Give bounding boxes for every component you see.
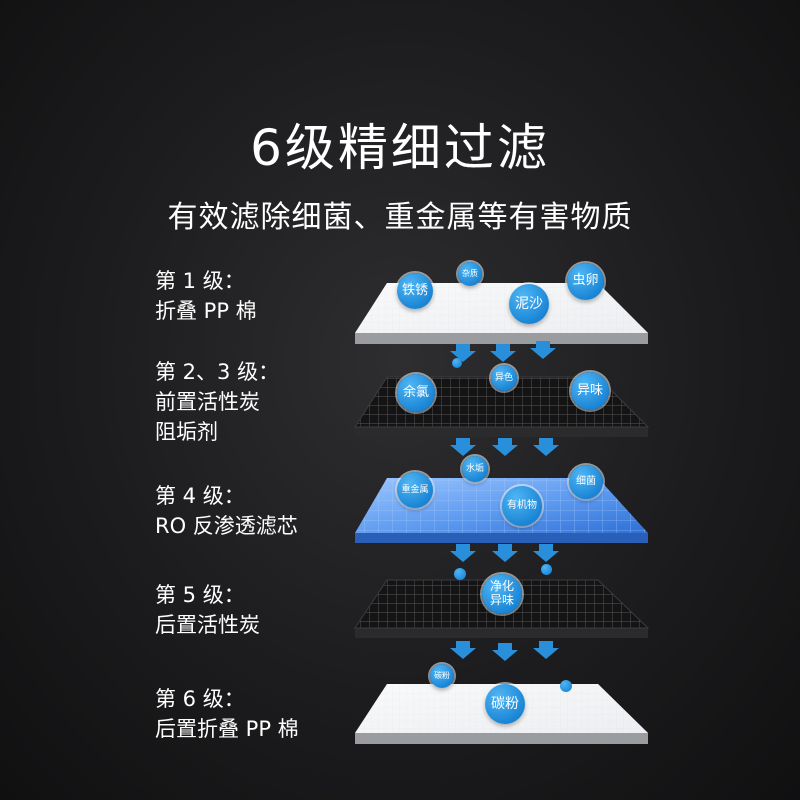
bubble-heavy-metal-label: 重金属: [401, 484, 429, 495]
bubble-purify-odor: 净化异味: [482, 574, 522, 614]
bubble-organic-matter-label: 有机物: [507, 500, 537, 512]
bubble-odor: 异味: [571, 372, 609, 410]
bubble-carbon-powder-label: 碳粉: [491, 695, 519, 712]
stage-6-label: 第 6 级： 后置折叠 PP 棉: [155, 684, 299, 744]
bubble-organic-matter: 有机物: [502, 486, 542, 526]
bubble-scale: 水垢: [462, 456, 488, 482]
stage-4-label: 第 4 级： RO 反渗透滤芯: [155, 481, 298, 541]
bubble-bacteria: 细菌: [569, 465, 603, 499]
stage-4-name: RO 反渗透滤芯: [155, 514, 298, 538]
bubble-purify-line2: 异味: [489, 593, 514, 607]
flow-arrows-3: [450, 544, 559, 562]
bubble-impurity-label: 杂质: [462, 269, 478, 279]
small-particle-dot: [454, 568, 466, 580]
small-particle-dot: [560, 680, 572, 692]
bubble-bacteria-label: 细菌: [576, 476, 596, 488]
bubble-impurity: 杂质: [458, 262, 482, 286]
bubble-heavy-metal: 重金属: [397, 472, 433, 508]
bubble-worm-eggs-label: 虫卵: [572, 273, 599, 289]
stage-5-label: 第 5 级： 后置活性炭: [155, 580, 260, 640]
stage-5-level: 第 5 级：: [155, 583, 245, 607]
stage-2-level: 第 2、3 级：: [155, 360, 280, 384]
stage-5-name: 后置活性炭: [155, 613, 260, 637]
stage-1-name: 折叠 PP 棉: [155, 299, 257, 323]
bubble-residual-chlorine-label: 余氯: [402, 384, 429, 400]
stage-6-level: 第 6 级：: [155, 687, 245, 711]
stage-1-level: 第 1 级：: [155, 269, 245, 293]
bubble-carbon-powder-small: 碳粉: [430, 664, 454, 688]
stage-4-level: 第 4 级：: [155, 484, 245, 508]
bubble-rust: 铁锈: [397, 273, 433, 309]
bubble-worm-eggs: 虫卵: [567, 263, 604, 300]
bubble-odor-label: 异味: [576, 382, 603, 398]
flow-arrows-2: [450, 438, 559, 456]
small-particle-dot: [452, 358, 462, 368]
stage-6-name: 后置折叠 PP 棉: [155, 717, 299, 741]
page-subtitle: 有效滤除细菌、重金属等有害物质: [167, 200, 633, 235]
small-particle-dot: [541, 564, 552, 575]
bubble-purify-odor-label: 净化异味: [489, 579, 514, 608]
page-title: 6级精细过滤: [250, 119, 550, 177]
bubble-carbon-powder: 碳粉: [485, 684, 525, 724]
bubble-sediment-label: 泥沙: [515, 295, 543, 312]
flow-arrows-4: [450, 641, 559, 661]
bubble-carbon-powder-small-label: 碳粉: [434, 671, 450, 681]
stage-2-label: 第 2、3 级： 前置活性炭 阻垢剂: [155, 357, 279, 447]
flow-arrows-1: [450, 341, 556, 362]
bubble-discoloration-label: 异色: [494, 372, 513, 383]
stage-2-name-extra: 阻垢剂: [155, 420, 218, 444]
bubble-sediment: 泥沙: [509, 284, 549, 324]
bubble-residual-chlorine: 余氯: [397, 374, 435, 412]
stage-1-label: 第 1 级： 折叠 PP 棉: [155, 266, 257, 326]
bubble-discoloration: 异色: [491, 365, 517, 391]
bubble-rust-label: 铁锈: [401, 282, 428, 298]
stage-2-name: 前置活性炭: [155, 390, 260, 414]
bubble-scale-label: 水垢: [465, 463, 484, 474]
bubble-purify-line1: 净化: [489, 579, 514, 594]
